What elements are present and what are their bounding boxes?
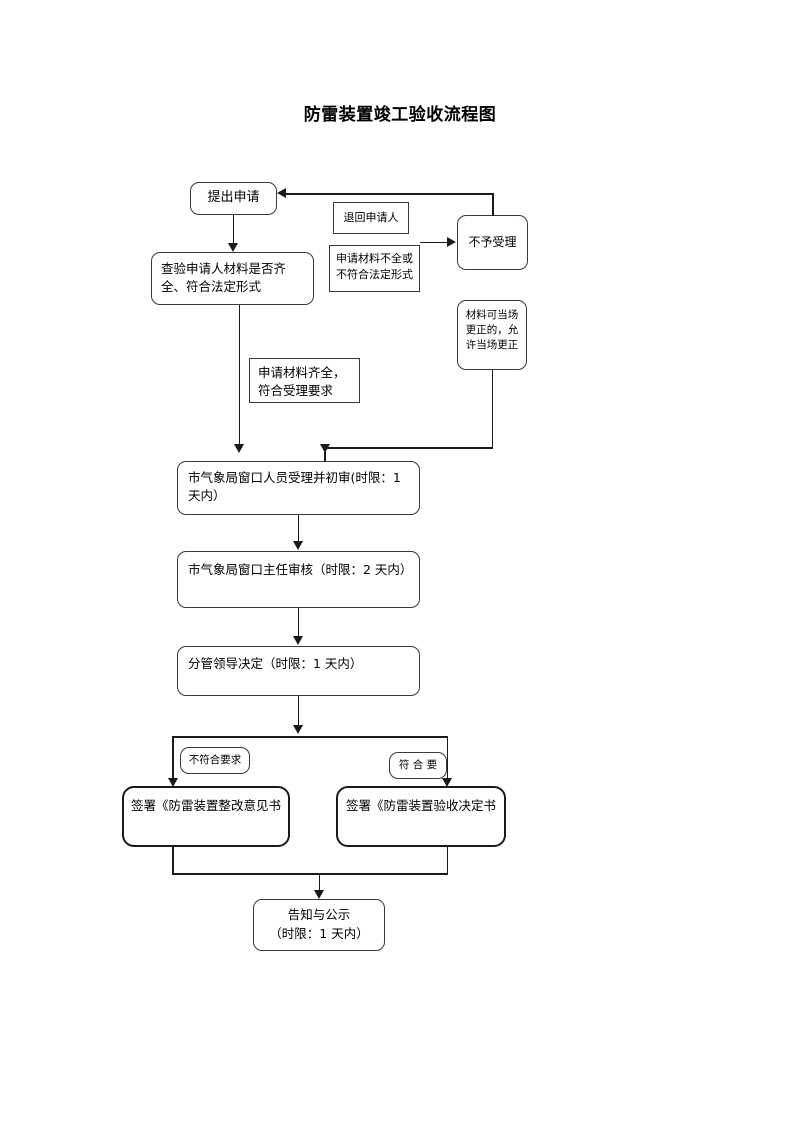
node-return-applicant[interactable]: 退回申请人 <box>333 202 409 234</box>
arrowhead-check-to-staff <box>234 444 244 453</box>
node-materials-incomplete[interactable]: 申请材料不全或不符合法定形式 <box>329 245 420 292</box>
node-not-accepted[interactable]: 不予受理 <box>457 215 528 270</box>
arrowhead-split-right <box>442 778 452 787</box>
connector-split-bar <box>172 736 448 738</box>
node-apply[interactable]: 提出申请 <box>190 182 277 215</box>
node-window-director-review[interactable]: 市气象局窗口主任审核（时限：2 天内） <box>177 551 420 608</box>
node-check-materials[interactable]: 查验申请人材料是否齐全、符合法定形式 <box>151 252 314 305</box>
arrowhead-correction-to-staff <box>319 444 330 453</box>
node-sign-rectification-label: 签署《防雷装置整改意见书 <box>130 798 281 813</box>
arrowhead-apply-to-check <box>228 243 238 252</box>
arrowhead-merge-to-notify <box>314 890 324 899</box>
node-materials-complete-label: 申请材料齐全，符合受理要求 <box>258 365 346 399</box>
arrowhead-director-to-leader <box>293 636 303 645</box>
arrowhead-return-to-notaccepted <box>447 237 456 247</box>
connector-merge-to-notify <box>318 873 321 895</box>
connector-leader-down <box>297 696 300 728</box>
connector-split-right-down <box>446 736 449 780</box>
connector-notaccepted-up <box>492 193 494 216</box>
node-notify-publicize[interactable]: 告知与公示 （时限：1 天内） <box>253 899 385 951</box>
connector-apply-to-check <box>232 215 235 245</box>
node-not-conform-label: 不符合要求 <box>188 753 242 766</box>
node-sign-rectification[interactable]: 签署《防雷装置整改意见书 <box>122 786 290 847</box>
connector-notaccepted-to-apply-horizontal <box>285 193 494 195</box>
arrowhead-split-left <box>167 778 178 787</box>
node-sign-acceptance-label: 签署《防雷装置验收决定书 <box>345 798 496 813</box>
connector-director-to-leader <box>297 608 300 638</box>
node-not-accepted-label: 不予受理 <box>468 234 517 249</box>
node-notify-publicize-line1: 告知与公示 <box>287 907 351 923</box>
connector-check-to-staff <box>238 305 241 445</box>
connector-merge-bar <box>172 873 448 875</box>
connector-merge-left-down <box>172 847 174 874</box>
node-return-applicant-label: 退回申请人 <box>343 211 399 225</box>
arrowhead-leader-split <box>293 725 303 734</box>
node-materials-complete[interactable]: 申请材料齐全，符合受理要求 <box>249 358 360 403</box>
node-window-staff-review[interactable]: 市气象局窗口人员受理并初审(时限：1 天内） <box>177 461 420 515</box>
node-leader-decision-label: 分管领导决定（时限：1 天内） <box>188 656 363 671</box>
node-leader-decision[interactable]: 分管领导决定（时限：1 天内） <box>177 646 420 696</box>
connector-return-to-notaccepted <box>420 241 448 244</box>
node-onsite-correction[interactable]: 材料可当场更正的，允许当场更正 <box>457 300 527 370</box>
node-check-materials-label: 查验申请人材料是否齐全、符合法定形式 <box>161 261 287 295</box>
connector-staff-to-director <box>297 515 300 543</box>
arrowhead-staff-to-director <box>293 541 303 550</box>
page-title: 防雷装置竣工验收流程图 <box>303 105 497 125</box>
node-sign-acceptance[interactable]: 签署《防雷装置验收决定书 <box>336 786 506 847</box>
node-window-staff-review-label: 市气象局窗口人员受理并初审(时限：1 天内） <box>188 470 401 504</box>
node-conform[interactable]: 符 合 要 <box>389 752 447 779</box>
node-notify-publicize-line2: （时限：1 天内） <box>269 926 369 941</box>
node-onsite-correction-label: 材料可当场更正的，允许当场更正 <box>465 309 519 352</box>
connector-correction-horizontal <box>324 447 493 449</box>
connector-correction-down <box>491 370 494 448</box>
arrowhead-notaccepted-to-apply <box>277 188 286 198</box>
connector-correction-into-staff <box>324 447 326 462</box>
node-conform-label: 符 合 要 <box>398 758 438 771</box>
connector-split-left-down <box>172 736 174 780</box>
node-not-conform[interactable]: 不符合要求 <box>180 747 250 774</box>
node-apply-label: 提出申请 <box>207 190 260 206</box>
node-window-director-review-label: 市气象局窗口主任审核（时限：2 天内） <box>188 562 413 577</box>
node-materials-incomplete-label: 申请材料不全或不符合法定形式 <box>336 252 413 281</box>
connector-merge-right-down <box>446 847 449 874</box>
